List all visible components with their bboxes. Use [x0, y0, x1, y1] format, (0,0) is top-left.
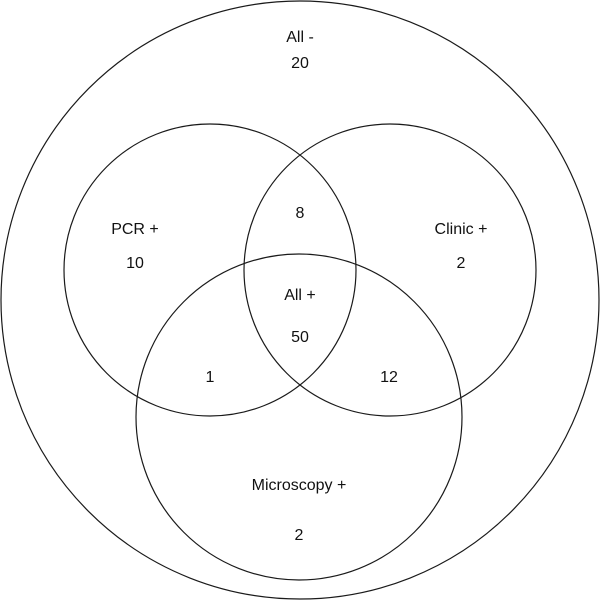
all-positive-count: 50: [291, 329, 309, 346]
pcr-microscopy-count: 1: [206, 369, 215, 386]
clinic-microscopy-count: 12: [380, 369, 398, 386]
pcr-clinic-count: 8: [296, 205, 305, 222]
all-negative-label: All -: [286, 29, 314, 46]
microscopy-circle: [135, 253, 463, 581]
pcr-count: 10: [126, 255, 144, 272]
pcr-circle: [63, 123, 357, 417]
all-negative-count: 20: [291, 55, 309, 72]
microscopy-count: 2: [295, 527, 304, 544]
pcr-label: PCR +: [111, 221, 159, 238]
clinic-count: 2: [457, 255, 466, 272]
clinic-label: Clinic +: [435, 221, 488, 238]
all-positive-label: All +: [284, 287, 316, 304]
clinic-circle: [243, 123, 537, 417]
microscopy-label: Microscopy +: [252, 477, 347, 494]
